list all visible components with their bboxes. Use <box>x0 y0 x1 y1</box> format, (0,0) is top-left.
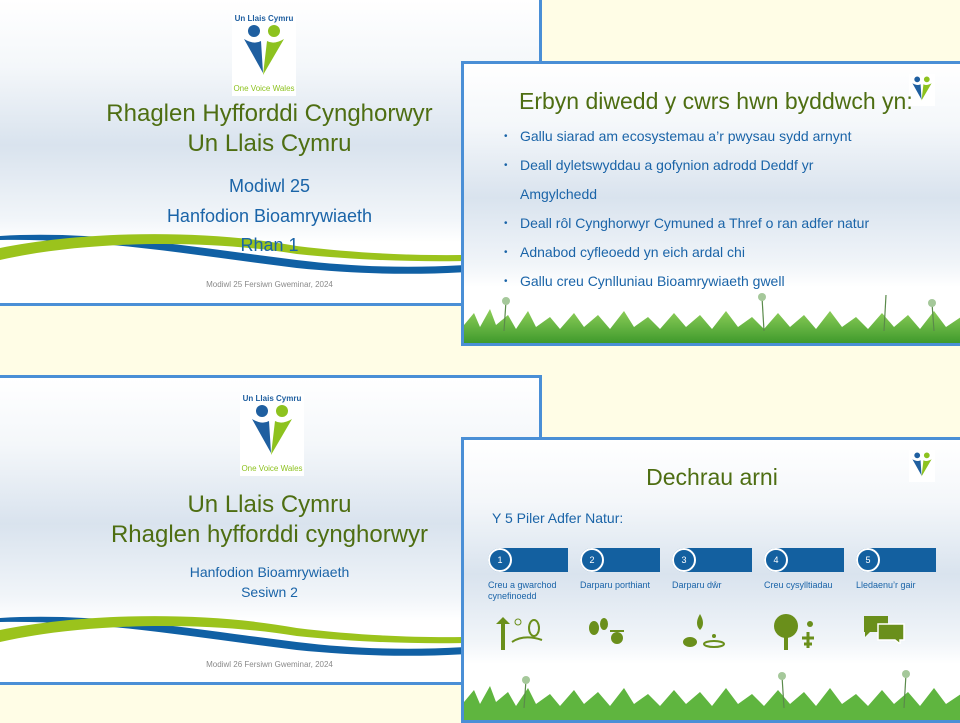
slide-3-title[interactable]: Un Llais Cymru One Voice Wales Un Llais … <box>0 375 542 685</box>
pillar-label: Darparu dŵr <box>672 580 722 590</box>
list-item: Deall rôl Cynghorwyr Cymuned a Thref o r… <box>504 209 904 238</box>
pillar-number: 3 <box>672 548 696 572</box>
swoosh-decoration <box>0 616 539 656</box>
pillar-number: 5 <box>856 548 880 572</box>
pillar-label: Creu cysylltiadau <box>764 580 833 590</box>
pillar-label: Lledaenu’r gair <box>856 580 916 590</box>
session-number: Sesiwn 2 <box>241 584 298 600</box>
pillar-label: Darparu porthiant <box>580 580 651 590</box>
footer: Modiwl 26 Fersiwn Gweminar, 2024 <box>206 660 333 669</box>
pillar-label: Creu a gwarchod cynefinoedd <box>488 580 557 601</box>
water-icon <box>683 614 725 648</box>
logo-text-bottom: One Voice Wales <box>233 84 295 93</box>
title-line-2: Rhaglen hyfforddi cynghorwyr <box>110 521 429 548</box>
module-subject: Hanfodion Bioamrywiaeth <box>166 206 373 226</box>
habitat-icon <box>496 617 543 650</box>
pillar-number: 1 <box>488 548 512 572</box>
title-line-1: Un Llais Cymru <box>187 491 352 518</box>
people-logo-icon <box>252 405 292 455</box>
slide-subtitle: Y 5 Piler Adfer Natur: <box>492 510 624 526</box>
logo-text-top: Un Llais Cymru <box>242 394 302 403</box>
pillar-number: 2 <box>580 548 604 572</box>
logo-text-bottom: One Voice Wales <box>241 464 303 473</box>
logo-text-top: Un Llais Cymru <box>234 14 294 23</box>
module-number: Modiwl 25 <box>228 176 311 196</box>
footer: Modiwl 25 Fersiwn Gweminar, 2024 <box>206 280 333 289</box>
objectives-list: Gallu siarad am ecosystemau a’r pwysau s… <box>504 122 904 296</box>
logo: Un Llais Cymru One Voice Wales <box>240 394 304 476</box>
speech-bubbles-icon <box>864 616 905 644</box>
slide-1-title[interactable]: Un Llais Cymru One Voice Wales Rhaglen H… <box>0 0 542 306</box>
list-item: Adnabod cyfleoedd yn eich ardal chi <box>504 238 904 267</box>
list-item: Gallu siarad am ecosystemau a’r pwysau s… <box>504 122 904 151</box>
people-logo-icon <box>912 76 932 101</box>
logo: Un Llais Cymru One Voice Wales <box>232 14 296 96</box>
session-subject: Hanfodion Bioamrywiaeth <box>189 564 350 580</box>
swoosh-decoration <box>0 234 539 274</box>
people-logo-icon <box>244 25 284 75</box>
tree-icon <box>774 614 814 650</box>
list-item: Gallu creu Cynlluniau Bioamrywiaeth gwel… <box>504 267 904 296</box>
food-icon <box>589 618 624 644</box>
logo-small <box>909 450 935 482</box>
slide-2-objectives[interactable]: Erbyn diwedd y cwrs hwn byddwch yn: Gall… <box>461 61 960 346</box>
grass-decoration <box>464 670 960 720</box>
logo-small <box>909 74 935 106</box>
list-item: Deall dyletswyddau a gofynion adrodd Ded… <box>504 151 834 209</box>
pillar-number: 4 <box>764 548 788 572</box>
slide-title: Dechrau arni <box>646 464 778 490</box>
part-label: Rhan 1 <box>240 235 299 255</box>
title-line-2: Un Llais Cymru <box>187 130 352 157</box>
title-line-1: Rhaglen Hyfforddi Cynghorwyr <box>106 100 433 127</box>
people-logo-icon <box>912 452 932 477</box>
slide-title: Erbyn diwedd y cwrs hwn byddwch yn: <box>519 88 913 114</box>
grass-decoration <box>464 293 960 343</box>
